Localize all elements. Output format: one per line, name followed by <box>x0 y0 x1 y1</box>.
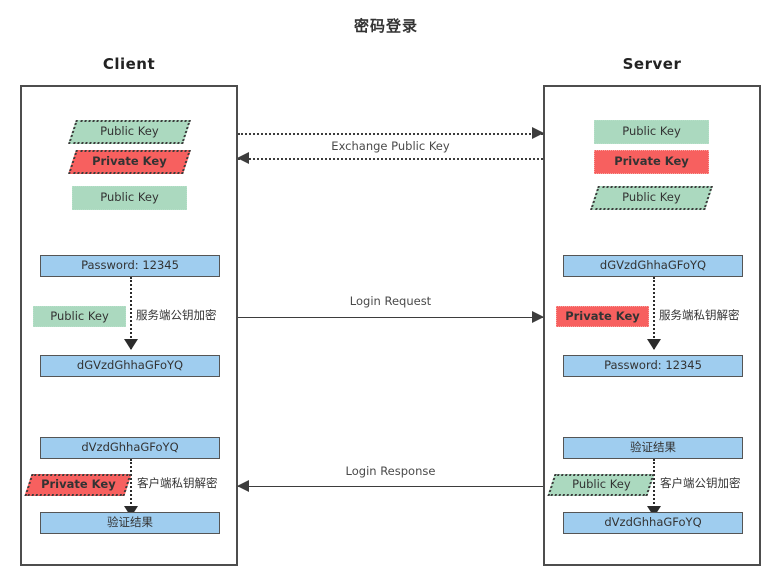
arrow-right-icon <box>532 127 544 139</box>
arrow-down-icon <box>124 506 138 517</box>
server-decrypt-operation-label: 服务端私钥解密 <box>659 308 740 322</box>
arrow-left-icon <box>237 152 249 164</box>
client-plaintext-password: Password: 12345 <box>40 255 220 277</box>
connector-line <box>653 277 655 349</box>
server-key-public-1: Public Key <box>594 120 709 144</box>
server-response-ciphertext: dVzdGhhaGFoYQ <box>563 512 743 534</box>
server-key-public-1-label: Public Key <box>622 124 681 139</box>
client-key-public-2-label: Public Key <box>100 190 159 205</box>
column-title-client: Client <box>102 55 156 73</box>
flow-label-login-response: Login Response <box>345 464 436 478</box>
flow-line <box>238 133 543 135</box>
arrow-down-icon <box>124 339 138 350</box>
client-encrypt-key: Public Key <box>33 306 126 327</box>
client-decrypt-key-label: Private Key <box>40 477 116 492</box>
connector-line <box>130 459 132 516</box>
arrow-right-icon <box>532 311 544 323</box>
client-key-public-2: Public Key <box>72 186 187 210</box>
arrow-left-icon <box>237 480 249 492</box>
server-key-private: Private Key <box>594 150 709 174</box>
client-key-public-1: Public Key <box>68 120 191 144</box>
arrow-down-icon <box>647 339 661 350</box>
client-verification-result: 验证结果 <box>40 512 220 534</box>
client-encrypt-operation-label: 服务端公钥加密 <box>136 308 217 322</box>
client-key-private-label: Private Key <box>92 154 167 169</box>
flow-label-login-request: Login Request <box>349 294 432 308</box>
server-encrypt-key: Public Key <box>547 474 655 496</box>
client-decrypt-operation-label: 客户端私钥解密 <box>137 476 218 490</box>
flow-line <box>238 158 543 160</box>
page-title: 密码登录 <box>353 17 418 35</box>
server-encrypt-operation-label: 客户端公钥加密 <box>660 476 741 490</box>
server-encrypt-key-label: Public Key <box>571 477 631 492</box>
server-ciphertext: dGVzdGhhaGFoYQ <box>563 255 743 277</box>
client-key-private: Private Key <box>68 150 191 174</box>
flow-label-exchange-public-key: Exchange Public Key <box>331 139 450 153</box>
column-title-server: Server <box>622 55 682 73</box>
client-key-public-1-label: Public Key <box>100 124 159 139</box>
server-key-public-2: Public Key <box>590 186 713 210</box>
connector-line <box>130 277 132 349</box>
server-key-public-2-label: Public Key <box>622 190 681 205</box>
client-ciphertext: dGVzdGhhaGFoYQ <box>40 355 220 377</box>
server-key-private-label: Private Key <box>614 154 689 169</box>
server-plaintext-password: Password: 12345 <box>563 355 743 377</box>
connector-line <box>653 459 655 516</box>
flow-line <box>238 317 543 318</box>
client-response-ciphertext: dVzdGhhaGFoYQ <box>40 437 220 459</box>
server-verification-result: 验证结果 <box>563 437 743 459</box>
flow-line <box>238 486 543 487</box>
server-decrypt-key: Private Key <box>556 306 649 327</box>
client-decrypt-key: Private Key <box>24 474 132 496</box>
arrow-down-icon <box>647 506 661 517</box>
